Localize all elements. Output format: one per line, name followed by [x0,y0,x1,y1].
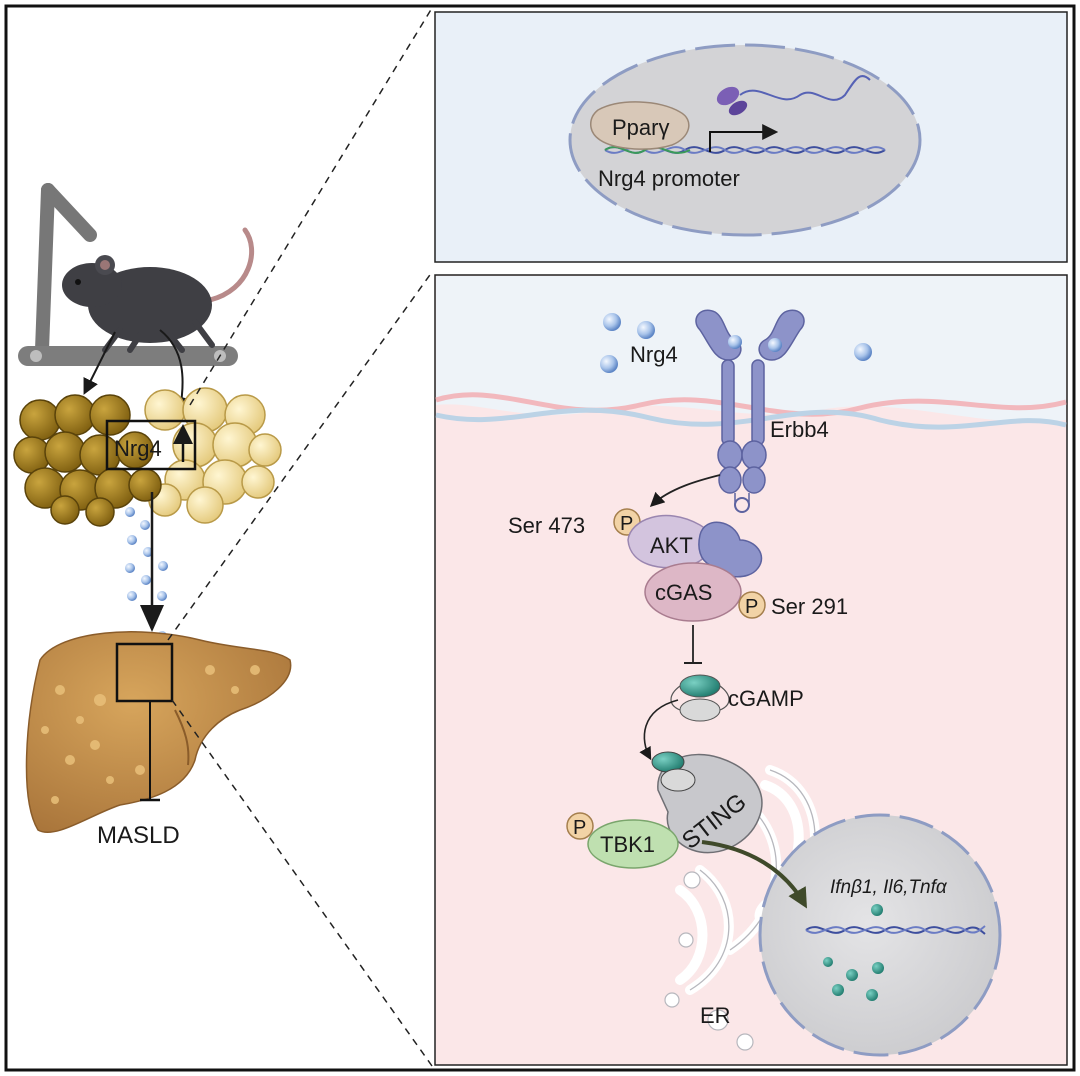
target-genes-label: Ifnβ1, Il6,Tnfα [830,877,948,898]
ppary-label: Pparγ [612,115,669,140]
tbk1-phospho-marker [566,812,594,840]
adipose-tissue-icon [13,387,282,527]
promoter-label: Nrg4 promoter [598,166,740,191]
erbb4-label: Erbb4 [770,417,829,442]
nrg4-ligand-label: Nrg4 [630,342,678,367]
ppary-protein-shape [590,101,690,150]
tbk1-phospho-label: P [573,817,586,839]
treadmill-icon [18,183,238,366]
tbk1-protein-shape [587,819,679,869]
zoom-line-middle [167,271,433,641]
cgamp-label: cGAMP [728,686,804,711]
ser291-label: Ser 291 [771,594,848,619]
cgas-phospho-marker [738,591,766,619]
masld-label: MASLD [97,822,180,849]
erbb4-to-akt-arrow [649,474,721,507]
er-vesicles [664,871,754,1051]
nrg4-box-label: Nrg4 [114,436,162,461]
ser473-label: Ser 473 [508,513,585,538]
transcription-start-arrow [709,124,779,152]
nucleus-envelope [568,43,922,237]
akt-phospho-label: P [620,513,633,535]
akt-label: AKT [650,533,693,558]
cgas-protein-shape [644,562,742,622]
erbb4-receptor-icon [695,309,805,513]
mouse-to-fat-arrow-left [83,331,116,395]
cgas-phospho-label: P [745,596,758,618]
ribosome-icon [716,86,748,116]
cell-nucleus [758,813,1002,1057]
nrg4-ligand-droplets [600,313,872,373]
cgas-label: cGAS [655,580,712,605]
erbb4-kinase-shape [698,521,763,578]
zoom-line-bottom [171,699,433,1067]
sting-to-nucleus-arrow [701,840,807,909]
cgamp-to-sting-arrow [639,699,679,761]
er-label: ER [700,1003,731,1028]
transcript-dots [823,904,884,1001]
fat-to-liver-arrowhead [140,605,164,632]
target-gene-dna-strand-2 [805,925,986,934]
nrg4-highlight-box [105,419,197,471]
sting-complex [651,751,763,854]
mouse-icon [62,227,255,353]
extracellular-space [436,276,1066,422]
mrna-strand [739,75,871,101]
cgamp-molecule-icon [670,674,730,722]
tbk1-label: TBK1 [600,832,655,857]
membrane-line-pink [435,392,1067,417]
liver-highlight-box [115,642,174,703]
liver-icon [25,631,292,833]
